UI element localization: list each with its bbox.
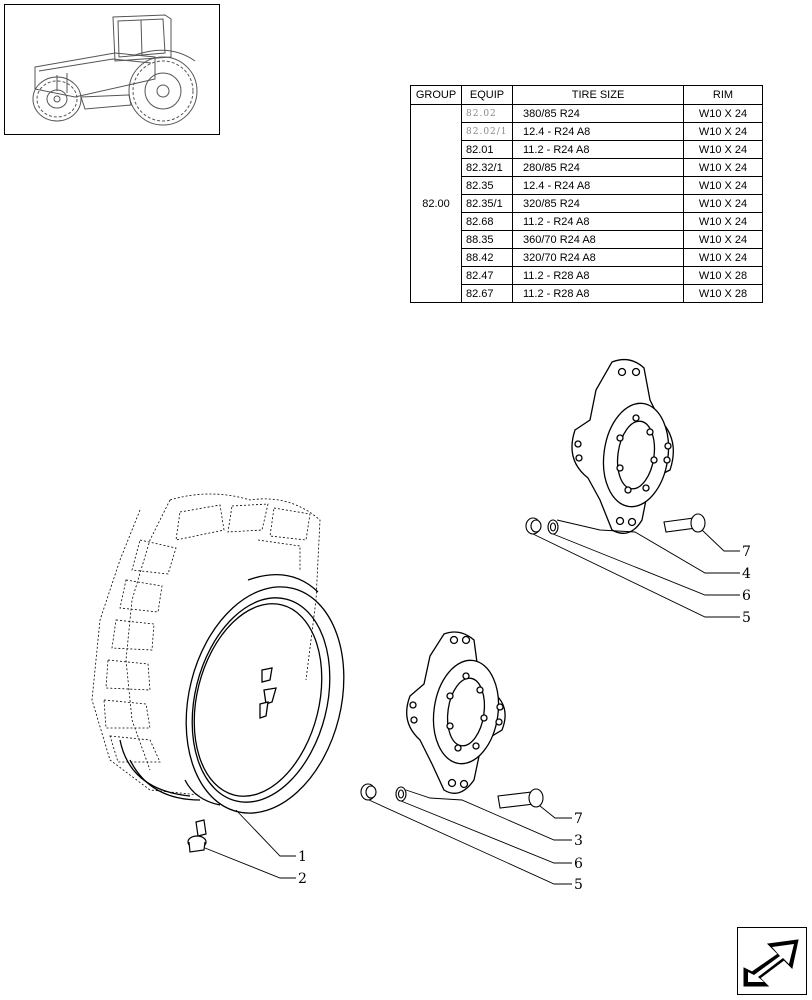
rim-cell: W10 X 24	[683, 158, 763, 177]
header-group: GROUP	[410, 85, 462, 105]
equip-cell: 82.35/1	[461, 194, 513, 213]
bolt-lower	[497, 791, 535, 809]
callout-1: 1	[298, 849, 307, 865]
rim-cell: W10 X 24	[683, 212, 763, 231]
callout-7-upper: 7	[742, 544, 751, 560]
rim-cell: W10 X 28	[683, 284, 763, 303]
wheel-disc-upper	[571, 358, 674, 534]
callout-5-lower: 5	[574, 877, 583, 893]
wheel-disc-lower	[406, 631, 506, 794]
callout-5-upper: 5	[742, 610, 751, 626]
rim-cell: W10 X 24	[683, 248, 763, 267]
callout-3: 3	[574, 833, 583, 849]
valve-stem	[187, 819, 207, 853]
header-equip: EQUIP	[461, 85, 513, 105]
group-cell: 82.00	[410, 104, 462, 303]
callout-2: 2	[298, 871, 307, 887]
callout-7-lower: 7	[574, 811, 583, 827]
next-page-arrow-icon	[743, 939, 799, 987]
leader-lines	[204, 519, 740, 885]
equip-cell: 82.01	[461, 140, 513, 159]
rim-cell: W10 X 24	[683, 122, 763, 141]
tire-size-cell: 380/85 R24	[512, 104, 684, 123]
rim-cell: W10 X 28	[683, 266, 763, 285]
callout-4: 4	[742, 566, 751, 582]
fasteners-upper	[525, 513, 706, 535]
callout-6-lower: 6	[574, 856, 583, 872]
tractor-thumbnail	[4, 4, 220, 135]
fasteners-lower	[360, 783, 544, 809]
next-page-button[interactable]	[737, 927, 807, 995]
tractor-thumbnail-icon	[32, 14, 198, 126]
wheel-rim	[119, 574, 345, 814]
callout-6-upper: 6	[742, 588, 751, 604]
equip-cell: 82.67	[461, 284, 513, 303]
tire-phantom	[91, 493, 321, 796]
equip-cell: 82.47	[461, 266, 513, 285]
table-header-row: GROUP EQUIP TIRE SIZE RIM	[410, 85, 763, 105]
